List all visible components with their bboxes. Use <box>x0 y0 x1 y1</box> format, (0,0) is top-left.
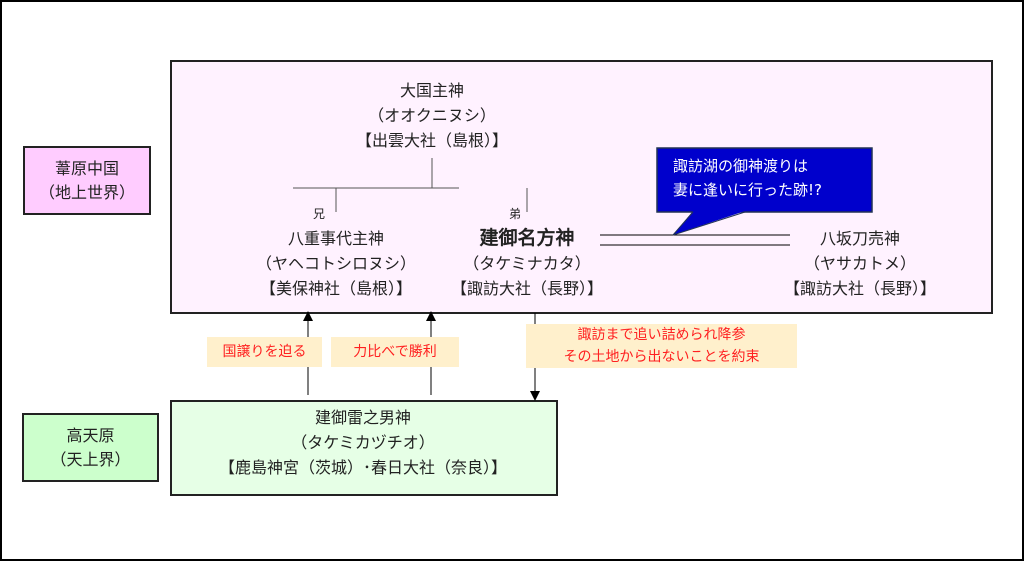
deity-reading: （オオクニヌシ） <box>368 106 496 125</box>
relation-elder-brother: 兄 <box>313 207 326 221</box>
realm-subtitle: （天上界） <box>50 449 131 469</box>
realm-name: 高天原 <box>66 425 115 445</box>
callout-text: 諏訪湖の御神渡りは 妻に逢いに行った跡!? <box>657 148 872 212</box>
deity-name: 八重事代主神 <box>287 229 385 248</box>
note-text: 力比べで勝利 <box>353 344 437 360</box>
deity-yasakatome: 八坂刀売神 （ヤサカトメ） 【諏訪大社（長野）】 <box>784 226 936 301</box>
deity-shrine: 【鹿島神宮（茨城）･春日大社（奈良）】 <box>218 458 508 477</box>
callout-line: 諏訪湖の御神渡りは <box>673 157 809 175</box>
deity-reading: （ヤヘコトシロヌシ） <box>255 254 417 273</box>
note-kuniyuzuri: 国譲りを迫る <box>207 337 322 367</box>
deity-reading: （タケミカヅチオ） <box>291 433 435 452</box>
deity-name: 大国主神 <box>399 81 465 100</box>
realm-label-takamagahara: 高天原 （天上界） <box>22 413 159 482</box>
deity-reading: （タケミナカタ） <box>463 254 591 273</box>
deity-yaekotoshironushi: 八重事代主神 （ヤヘコトシロヌシ） 【美保神社（島根）】 <box>256 226 416 301</box>
deity-takeminakata: 建御名方神 （タケミナカタ） 【諏訪大社（長野）】 <box>451 226 603 301</box>
realm-label-ashihara: 葦原中国 （地上世界） <box>23 146 151 215</box>
deity-name: 建御名方神 <box>479 227 575 249</box>
deity-name: 建御雷之男神 <box>314 408 412 427</box>
note-text: その土地から出ないことを約束 <box>563 349 760 365</box>
note-text: 諏訪まで追い詰められ降参 <box>577 327 746 343</box>
marriage-double-line <box>600 234 790 246</box>
deity-shrine: 【諏訪大社（長野）】 <box>450 279 604 298</box>
takemikazuchi-box <box>170 400 558 496</box>
callout-bubble <box>656 147 873 236</box>
deity-shrine: 【美保神社（島根）】 <box>259 279 413 298</box>
deity-shrine: 【出雲大社（島根）】 <box>355 131 509 150</box>
family-tree-lines <box>293 158 528 212</box>
relation-younger-brother: 弟 <box>509 207 522 221</box>
note-surrender: 諏訪まで追い詰められ降参 その土地から出ないことを約束 <box>526 324 797 368</box>
callout-line: 妻に逢いに行った跡!? <box>673 181 822 199</box>
note-chikarakurabe: 力比べで勝利 <box>331 337 459 367</box>
deity-takemikazuchi: 建御雷之男神 （タケミカヅチオ） 【鹿島神宮（茨城）･春日大社（奈良）】 <box>219 405 507 480</box>
deity-name: 八坂刀売神 <box>819 229 901 248</box>
realm-subtitle: （地上世界） <box>38 182 135 202</box>
deity-shrine: 【諏訪大社（長野）】 <box>783 279 937 298</box>
deity-okuninushi: 大国主神 （オオクニヌシ） 【出雲大社（島根）】 <box>356 78 508 153</box>
note-text: 国譲りを迫る <box>222 344 307 360</box>
realm-name: 葦原中国 <box>54 158 119 178</box>
deity-reading: （ヤサカトメ） <box>803 254 917 273</box>
